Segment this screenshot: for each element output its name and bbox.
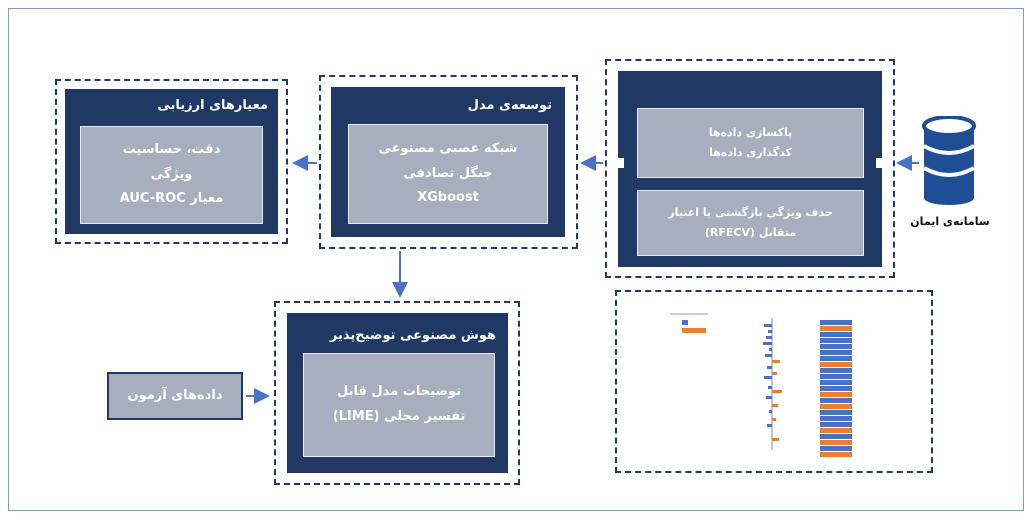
preprocess-item: حذف ویژگی بازگشتی با اعتبار	[668, 206, 833, 220]
evaluation-group	[55, 79, 288, 244]
model-item: جنگل تصادفی	[403, 165, 493, 181]
evaluation-item: ویژگی	[150, 166, 193, 182]
preprocess-item: پاکسازی داده‌ها	[708, 126, 793, 140]
diagram-frame	[8, 8, 1024, 511]
xai-items: توضیحات مدل قابل تفسیر محلی (LIME)	[303, 353, 495, 457]
preprocess-box-rfecv: حذف ویژگی بازگشتی با اعتبار متقابل (RFEC…	[637, 190, 864, 256]
model-item: XGboost	[417, 190, 479, 206]
preprocess-box-cleaning: پاکسازی داده‌ها کدگذاری داده‌ها	[637, 108, 864, 178]
evaluation-title: معیارهای ارزیابی	[157, 98, 268, 113]
lime-explanation-image	[660, 300, 888, 462]
xai-item: تفسیر محلی (LIME)	[332, 409, 466, 424]
test-data-label: داده‌های آزمون	[127, 387, 223, 403]
database-icon	[922, 116, 976, 205]
model-dev-title: توسعه‌ی مدل	[467, 98, 552, 113]
lime-output-group	[615, 290, 933, 473]
xai-title: هوش مصنوعی توضیح‌پذیر	[329, 328, 496, 343]
model-dev-group	[319, 75, 578, 249]
preprocess-group	[605, 59, 895, 278]
model-item: شبکه عصبی مصنوعی	[378, 140, 518, 156]
xai-group	[274, 301, 520, 485]
xai-item: توضیحات مدل قابل	[337, 384, 461, 400]
preprocess-item: متقابل (RFECV)	[704, 226, 797, 239]
test-data-box: داده‌های آزمون	[107, 372, 243, 420]
database-label: سامانه‌ی ایمان	[910, 215, 990, 228]
preprocess-item: کدگذاری داده‌ها	[709, 146, 792, 159]
evaluation-item: دقت، حساسیت	[122, 141, 221, 157]
evaluation-item: معیار AUC-ROC	[119, 191, 224, 207]
evaluation-items: دقت، حساسیت ویژگی معیار AUC-ROC	[80, 126, 263, 224]
model-dev-items: شبکه عصبی مصنوعی جنگل تصادفی XGboost	[348, 124, 548, 224]
